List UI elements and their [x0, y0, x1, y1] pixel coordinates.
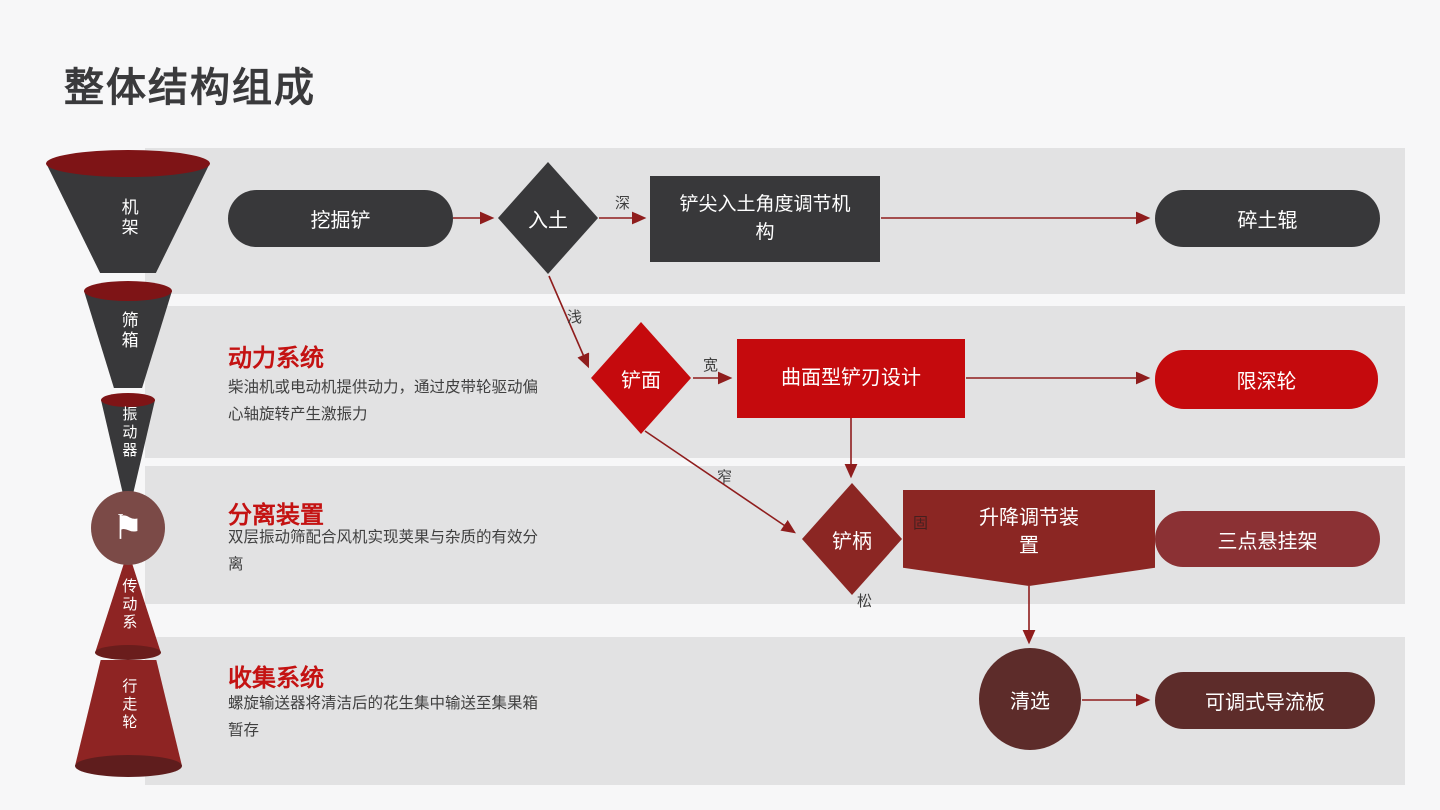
- edge-label-wide: 宽: [703, 357, 719, 374]
- funnel-label-sieve: 筛箱: [118, 311, 138, 351]
- funnel-label-wheels: 行走轮: [120, 678, 138, 732]
- funnel-label-frame: 机架: [118, 198, 138, 238]
- funnel-ellipse-1: [46, 150, 210, 177]
- section-heading-collection: 收集系统: [228, 665, 324, 692]
- section-heading-separation: 分离装置: [228, 502, 324, 529]
- section-body-collection: 螺旋输送器将清洁后的花生集中输送至集果箱暂存: [228, 695, 539, 740]
- edge-label-loose: 松: [857, 593, 873, 610]
- funnel-label-transmission: 传动系: [120, 578, 138, 632]
- section-body-separation: 双层振动筛配合风机实现荚果与杂质的有效分离: [228, 529, 539, 574]
- node-adjustable-deflector: 可调式导流板: [1155, 672, 1375, 729]
- node-tip-angle-mechanism: 铲尖入土角度调节机构: [650, 176, 880, 262]
- edge-label-firm: 固: [913, 515, 929, 532]
- edge-label-shallow: 浅: [567, 309, 583, 326]
- flag-badge: ⚑: [91, 491, 165, 565]
- funnel-ellipse-2: [84, 281, 172, 301]
- funnel-ellipse-4: [95, 645, 161, 660]
- page-title: 整体结构组成: [64, 66, 316, 110]
- node-depth-limit-wheel: 限深轮: [1155, 350, 1378, 409]
- edge-label-narrow: 窄: [717, 469, 733, 486]
- section-body-power: 柴油机或电动机提供动力，通过皮带轮驱动偏心轴旋转产生激振力: [228, 379, 539, 424]
- node-soil-crush-roller: 碎土辊: [1155, 190, 1380, 247]
- node-cleaning: 清选: [979, 648, 1081, 750]
- node-dig-shovel: 挖掘铲: [228, 190, 453, 247]
- node-lift-adjust: 升降调节装置: [903, 490, 1155, 586]
- funnel-ellipse-3: [101, 393, 155, 407]
- funnel-ellipse-5: [75, 755, 182, 777]
- edge-label-deep: 深: [615, 195, 631, 212]
- funnel-label-vibrator: 振动器: [120, 406, 138, 460]
- section-heading-power: 动力系统: [228, 345, 324, 372]
- node-curved-blade: 曲面型铲刃设计: [737, 339, 965, 418]
- flag-icon: ⚑: [112, 509, 144, 547]
- node-three-point-hitch: 三点悬挂架: [1155, 511, 1380, 567]
